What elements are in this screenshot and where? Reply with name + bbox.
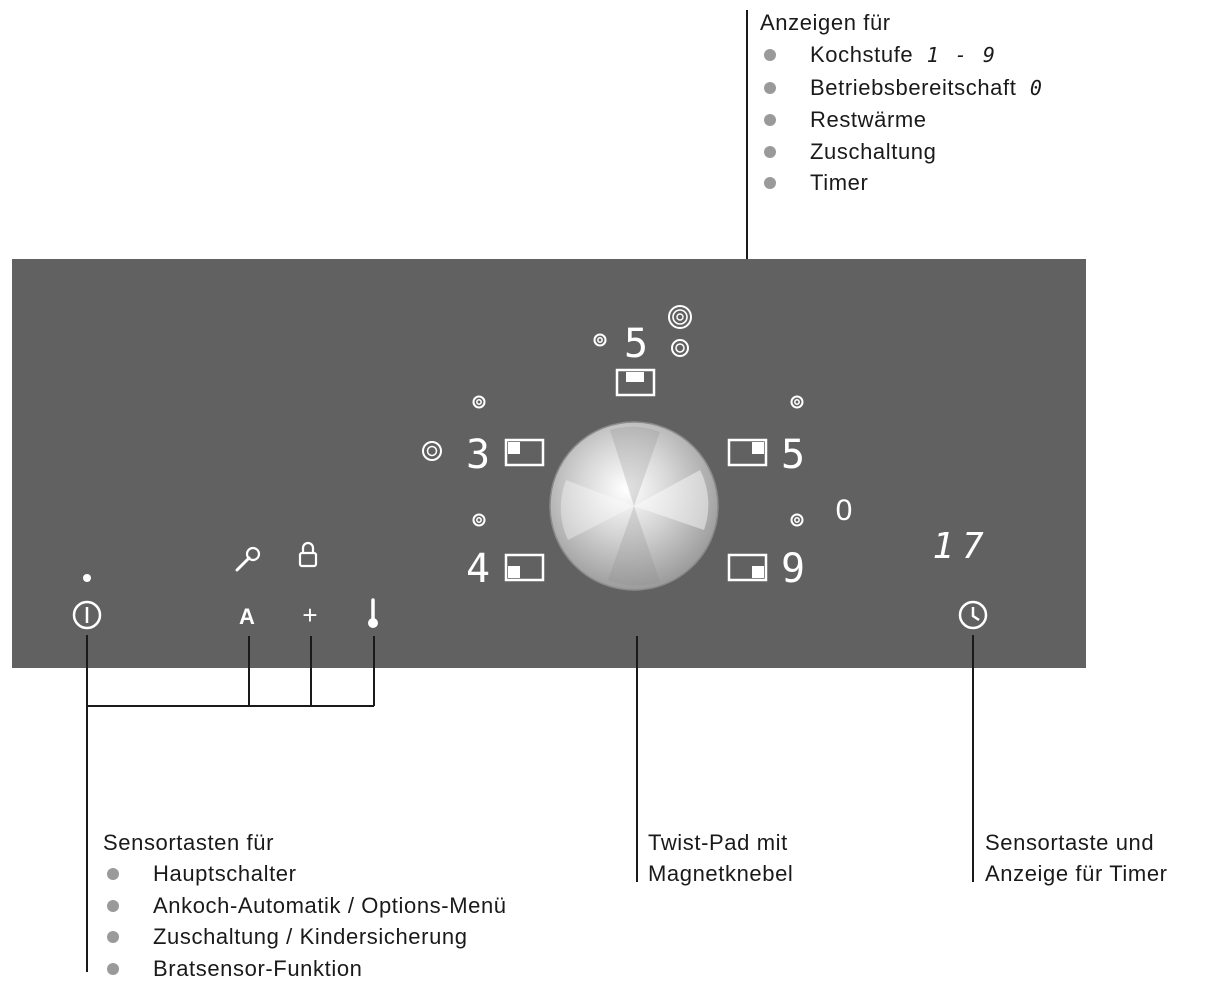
list-item: Restwärme bbox=[760, 104, 1044, 136]
zone-top-level: 5 bbox=[624, 321, 648, 367]
single-ring-zone-icon bbox=[671, 339, 689, 357]
timer-callout-line1: Sensortaste und bbox=[985, 830, 1155, 855]
zone-position-right-top-icon bbox=[727, 438, 768, 467]
wrench-icon bbox=[235, 546, 261, 572]
standby-indicator: 0 bbox=[836, 494, 853, 527]
list-item: Hauptschalter bbox=[103, 858, 507, 890]
zone-position-top-icon bbox=[615, 368, 656, 397]
bullet-icon bbox=[107, 899, 119, 912]
residual-heat-icon bbox=[593, 333, 607, 347]
zone-right-top-level: 5 bbox=[781, 432, 805, 478]
twist-pad-callout-line2: Magnetknebel bbox=[648, 861, 794, 886]
double-ring-zone-icon bbox=[668, 305, 692, 329]
zone-small-icon bbox=[422, 441, 442, 461]
power-indicator-dot bbox=[83, 574, 91, 582]
bullet-icon bbox=[764, 177, 776, 189]
timer-callout-line2: Anzeige für Timer bbox=[985, 861, 1168, 886]
bullet-icon bbox=[107, 931, 119, 943]
displays-list: Kochstufe 1 - 9 Betriebsbereitschaft 0 R… bbox=[760, 39, 1044, 199]
list-item: Ankoch-Automatik / Options-Menü bbox=[103, 890, 507, 922]
lock-icon bbox=[298, 541, 318, 568]
sensor-keys-list: Hauptschalter Ankoch-Automatik / Options… bbox=[103, 858, 507, 984]
list-item: Bratsensor-Funktion bbox=[103, 953, 507, 985]
list-item: Zuschaltung / Kindersicherung bbox=[103, 921, 507, 953]
timer-clock-button[interactable] bbox=[958, 600, 988, 630]
zone-right-bottom-level: 9 bbox=[781, 546, 805, 592]
plus-button[interactable]: + bbox=[302, 600, 317, 630]
sensor-keys-callout-title: Sensortasten für bbox=[103, 830, 275, 855]
twist-pad-knob[interactable] bbox=[549, 421, 719, 591]
list-item: Betriebsbereitschaft 0 bbox=[760, 72, 1044, 105]
thermometer-button[interactable] bbox=[368, 598, 378, 628]
displays-callout-title: Anzeigen für bbox=[760, 10, 891, 35]
residual-heat-icon bbox=[472, 513, 486, 527]
zone-position-left-bottom-icon bbox=[504, 553, 545, 582]
control-panel bbox=[12, 259, 1086, 668]
bullet-icon bbox=[764, 145, 776, 158]
bullet-icon bbox=[764, 114, 776, 126]
residual-heat-icon bbox=[790, 513, 804, 527]
residual-heat-icon bbox=[790, 395, 804, 409]
bullet-icon bbox=[764, 81, 776, 94]
twist-pad-callout-line1: Twist-Pad mit bbox=[648, 830, 788, 855]
displays-leader-line bbox=[746, 10, 748, 410]
list-item: Kochstufe 1 - 9 bbox=[760, 39, 1044, 72]
power-button[interactable] bbox=[72, 600, 102, 630]
zone-left-bottom-level: 4 bbox=[466, 546, 490, 592]
zone-position-right-bottom-icon bbox=[727, 553, 768, 582]
list-item: Timer bbox=[760, 167, 1044, 199]
leader-lines bbox=[86, 635, 974, 972]
zone-position-left-top-icon bbox=[504, 438, 545, 467]
bullet-icon bbox=[107, 962, 119, 975]
zone-left-top-level: 3 bbox=[466, 432, 490, 478]
list-item: Zuschaltung bbox=[760, 136, 1044, 168]
bullet-icon bbox=[764, 49, 776, 61]
timer-display: 17 bbox=[932, 526, 991, 567]
bullet-icon bbox=[107, 868, 119, 880]
auto-button[interactable]: A bbox=[239, 604, 255, 629]
residual-heat-icon bbox=[472, 395, 486, 409]
